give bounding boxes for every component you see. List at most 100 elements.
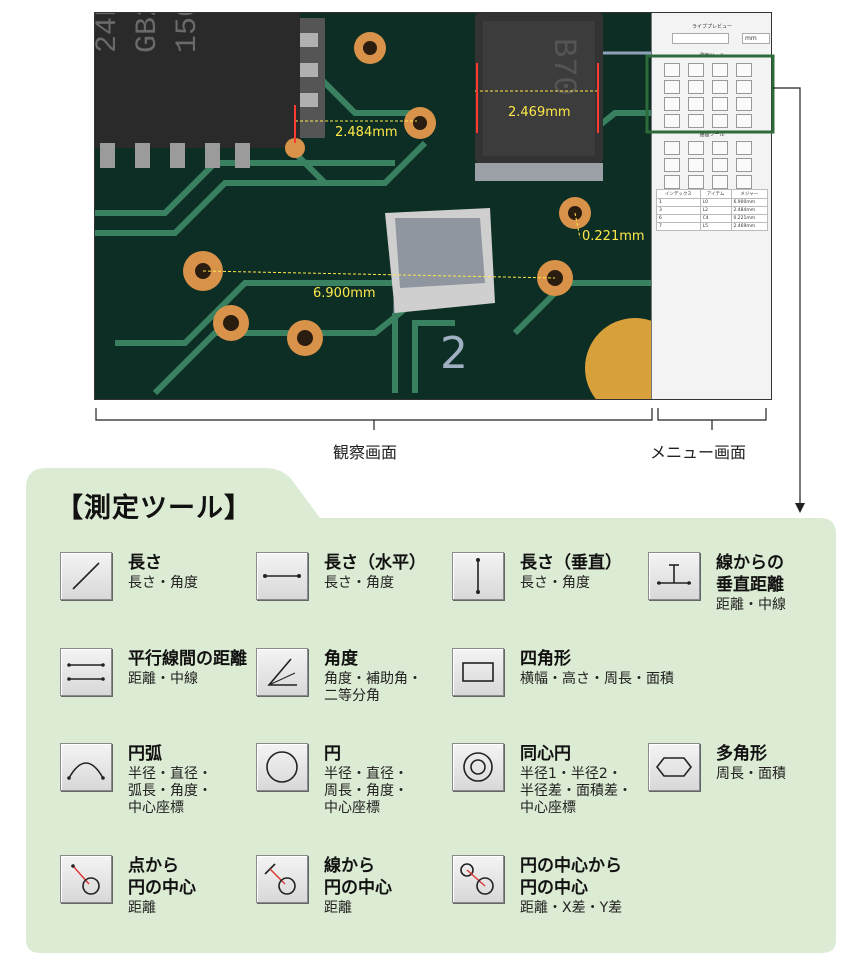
menu-tool-button[interactable] [736,158,752,172]
tool-name: 四角形 [520,648,571,670]
menu-tool-button[interactable] [712,175,728,189]
tool-name-line: 円の中心 [324,878,392,898]
menu-tool-button[interactable] [736,63,752,77]
menu-tool-button[interactable] [712,158,728,172]
tool-concentric-circle: 同心円半径1・半径2・半径差・面積差・中心座標 [452,743,647,833]
tool-name-line: 同心円 [520,744,571,764]
concentric-circle-tool-button[interactable] [452,743,504,791]
line-to-circle-tool-button[interactable] [256,855,308,903]
arc-tool-button[interactable] [60,743,112,791]
measurement-label: 6.900mm [313,286,376,301]
tool-length: 長さ長さ・角度 [60,552,255,642]
line-to-circle-icon [264,863,296,895]
menu-tool-button[interactable] [712,114,728,128]
measurement-label: 2.469mm [508,105,571,120]
tool-name: 角度 [324,648,358,670]
perpendicular-tool-button[interactable] [648,552,700,600]
polygon-icon [655,757,693,777]
tool-description-line: 半径・直径・ [324,766,408,782]
chip-marking: 150 [171,13,205,53]
menu-tool-button[interactable] [664,141,680,155]
menu-tool-button[interactable] [664,97,680,111]
tool-name-line: 長さ（水平） [324,553,426,573]
menu-tool-button[interactable] [688,80,704,94]
tool-description-line: 長さ・角度 [128,575,198,591]
menu-tool-button[interactable] [712,80,728,94]
rectangle-icon [462,662,494,682]
tool-name-line: 四角形 [520,649,571,669]
menu-tool-button[interactable] [688,158,704,172]
tool-description: 長さ・角度 [520,575,590,592]
menu-tool-button[interactable] [736,141,752,155]
menu-tool-button[interactable] [664,175,680,189]
tool-description-line: 半径・直径・ [128,766,212,782]
circle-tool-button[interactable] [256,743,308,791]
tool-name-line: 円の中心から [520,856,622,876]
polygon-tool-button[interactable] [648,743,700,791]
point-to-circle-tool-button[interactable] [60,855,112,903]
menu-tool-button[interactable] [688,63,704,77]
tool-name: 平行線間の距離 [128,648,247,670]
tool-name-line: 円の中心 [128,878,196,898]
length-tool-button[interactable] [60,552,112,600]
menu-tool-button[interactable] [664,114,680,128]
unit-select[interactable]: mm [742,33,770,44]
tool-point-to-circle: 点から円の中心距離 [60,855,255,945]
component-marking: B70 [545,38,582,96]
menu-tool-button[interactable] [688,175,704,189]
circle-to-circle-tool-button[interactable] [452,855,504,903]
tool-description-line: 角度・補助角・ [324,671,422,687]
tool-description-line: 距離・X差・Y差 [520,900,623,916]
tool-description-line: 距離 [128,900,156,916]
tool-description: 距離・X差・Y差 [520,900,622,917]
tool-circle-to-circle: 円の中心から円の中心距離・X差・Y差 [452,855,647,945]
callout-box [645,54,775,134]
parallel-lines-tool-button[interactable] [60,648,112,696]
tool-horizontal-length: 長さ（水平） 長さ・角度 [256,552,451,642]
menu-tool-button[interactable] [712,141,728,155]
menu-tool-button[interactable] [712,97,728,111]
menu-tool-button[interactable] [736,175,752,189]
arc-icon [67,762,105,780]
tool-description-line: 弧長・角度・ [128,783,212,799]
tool-description: 長さ・角度 [128,575,198,592]
tool-description-line: 周長・面積 [716,766,786,782]
observation-label: 観察画面 [333,443,398,462]
tool-description: 距離 [324,900,352,917]
preview-select[interactable] [672,33,729,44]
tool-name-line: 多角形 [716,744,767,764]
tool-name-line: 長さ（垂直） [520,553,622,573]
tool-name: 長さ [128,552,162,574]
tool-description: 長さ・角度 [324,575,394,592]
menu-tool-button[interactable] [688,114,704,128]
tool-description: 周長・面積 [716,766,786,783]
menu-tool-button[interactable] [688,141,704,155]
tool-vertical-length: 長さ（垂直） 長さ・角度 [452,552,647,642]
menu-tool-button[interactable] [664,63,680,77]
menu-tool-button[interactable] [736,114,752,128]
menu-tool-button[interactable] [664,158,680,172]
menu-tool-button[interactable] [712,63,728,77]
vertical-length-icon [476,558,480,594]
angle-tool-button[interactable] [256,648,308,696]
menu-tool-button[interactable] [664,80,680,94]
menu-tool-button[interactable] [736,97,752,111]
horizontal-length-tool-button[interactable] [256,552,308,600]
screenshot-window: 24F GB2 150 B70 2 [94,12,772,400]
menu-tool-button[interactable] [736,80,752,94]
tool-description-line: 半径1・半径2・ [520,766,622,782]
menu-tool-button[interactable] [688,97,704,111]
observation-view[interactable]: 24F GB2 150 B70 2 [95,13,685,399]
point-to-circle-icon [71,864,100,895]
arrowhead [795,503,805,513]
tool-name-line: 平行線間の距離 [128,649,247,669]
tool-description-line: 周長・角度・ [324,783,408,799]
vertical-length-tool-button[interactable] [452,552,504,600]
rectangle-tool-button[interactable] [452,648,504,696]
measurement-label: 2.484mm [335,125,398,140]
angle-icon [267,658,297,686]
tool-name: 同心円 [520,743,571,765]
tool-name-line: 円の中心 [520,878,588,898]
tool-description: 半径・直径・弧長・角度・中心座標 [128,766,212,817]
